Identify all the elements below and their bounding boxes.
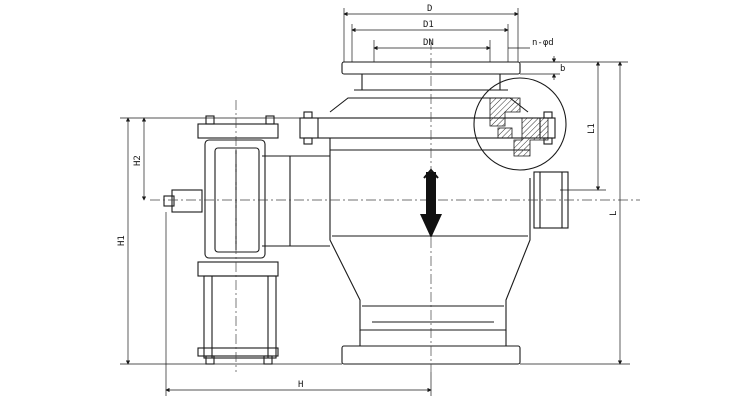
flow-arrow-icon [420, 168, 442, 238]
label-DN: DN [423, 38, 434, 48]
label-H1: H1 [117, 235, 127, 246]
bolt-right-top [543, 111, 553, 119]
detail-circle [473, 77, 567, 171]
handwheel-shaft [171, 189, 203, 213]
label-D: D [427, 4, 432, 14]
detail-hatch [489, 97, 549, 157]
label-H: H [298, 380, 303, 390]
label-b: b [560, 64, 565, 74]
gearbox-top-flange [197, 123, 279, 139]
gearbox-neck [262, 155, 330, 247]
label-L1: L1 [587, 123, 597, 134]
label-H2: H2 [133, 155, 143, 166]
gearbox-bottom-flange [197, 261, 279, 277]
mid-flange [299, 117, 556, 139]
label-n-phi-d: n-φd [532, 38, 554, 48]
label-L: L [609, 211, 619, 216]
bolt-left-bottom [303, 137, 313, 145]
support-frame [203, 275, 277, 359]
bolt-left-top [303, 111, 313, 119]
label-D1: D1 [423, 20, 434, 30]
gearbox-housing [204, 139, 266, 259]
